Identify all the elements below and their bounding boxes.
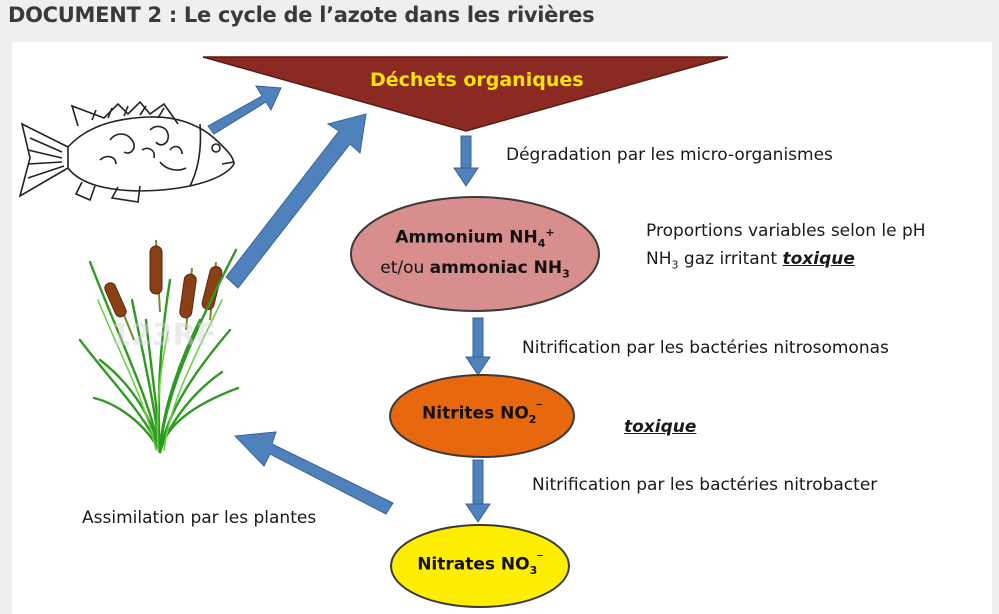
assimilation-label: Assimilation par les plantes [82, 508, 317, 528]
ammoniac-text: ammoniac NH [429, 258, 563, 278]
ammonium-text: Ammonium NH [395, 227, 538, 248]
arrow-fish-to-dechets [207, 85, 282, 135]
arrow-degradation [453, 135, 479, 187]
arrow-nitrates-to-plants [233, 431, 394, 515]
nitrates-sub: 3 [529, 564, 538, 578]
nh3-rest: gaz irritant [678, 249, 783, 269]
fish-icon [18, 100, 235, 203]
ammonium-sup: + [545, 226, 555, 239]
nitrites-label: Nitrites NO2‾ [392, 402, 572, 426]
ammonium-sub: 4 [537, 237, 546, 251]
nitrates-sup: ‾ [537, 553, 543, 566]
degradation-label: Dégradation par les micro-organismes [506, 145, 833, 165]
dechets-organiques-label: Déchets organiques [370, 69, 584, 91]
nitrates-label: Nitrates NO3‾ [390, 553, 570, 577]
nitrites-text: Nitrites NO [422, 403, 529, 424]
dechets-organiques-triangle [202, 56, 729, 132]
nitrosomonas-label: Nitrification par les bactéries nitrosom… [522, 338, 889, 358]
page-title: DOCUMENT 2 : Le cycle de l’azote dans le… [8, 3, 595, 27]
nh3-sub: 3 [671, 258, 679, 272]
nitrites-ellipse [389, 374, 575, 458]
nh3-prefix: NH [646, 249, 672, 269]
nh3-toxique-label: NH3 gaz irritant toxique [646, 249, 855, 271]
nitrates-text: Nitrates NO [417, 554, 530, 575]
proportions-label: Proportions variables selon le pH [646, 221, 926, 241]
ammoniac-sub: 3 [562, 267, 570, 281]
plant-icon [78, 239, 240, 454]
ammoniac-prefix: et/ou [380, 258, 430, 278]
arrow-plants-to-dechets [225, 113, 367, 289]
nitrates-ellipse [390, 524, 570, 608]
toxique-1: toxique [782, 249, 855, 269]
toxique-2: toxique [624, 417, 697, 437]
nitrites-sup: ‾ [536, 402, 542, 415]
nitrites-sub: 2 [528, 413, 537, 427]
watermark-text: 123RF [110, 318, 217, 353]
ammonium-ellipse [350, 196, 600, 312]
ammonium-label: Ammonium NH4+ [360, 226, 590, 250]
ammoniac-label: et/ou ammoniac NH3 [360, 258, 590, 280]
arrow-nitrosomonas [465, 317, 491, 376]
arrow-nitrobacter [465, 459, 491, 523]
nitrobacter-label: Nitrification par les bactéries nitrobac… [532, 475, 878, 495]
